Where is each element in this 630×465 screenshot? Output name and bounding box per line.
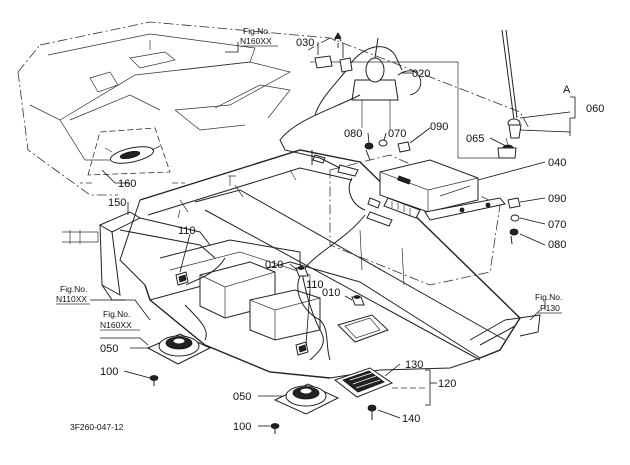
frame-pillar [62, 211, 216, 301]
speaker-left [146, 333, 212, 365]
dome-light [87, 127, 171, 176]
label-080-a: 080 [344, 128, 362, 140]
screw-100-a [149, 375, 159, 386]
label-110-b: 110 [306, 279, 324, 291]
antenna-mast [497, 29, 522, 159]
label-160: 160 [118, 178, 136, 190]
label-150: 150 [108, 197, 126, 209]
speaker-grille [333, 367, 394, 398]
label-010-b: 010 [322, 287, 340, 299]
clip-110-a [175, 271, 189, 286]
leader-lines [80, 42, 576, 427]
speaker-right [273, 383, 340, 415]
figref-n160xx-top: N160XX [240, 36, 272, 46]
label-100-b: 100 [233, 421, 251, 433]
antenna-base [351, 37, 422, 130]
antenna-cable [279, 46, 403, 211]
figno-mid-label: Fig.No. [103, 309, 130, 319]
nut-010-a [295, 266, 309, 277]
label-060: 060 [586, 103, 604, 115]
plug-030 [310, 55, 353, 73]
label-040: 040 [548, 157, 566, 169]
figref-n160xx-mid: N160XX [100, 320, 132, 330]
radio-hardware-right [507, 197, 521, 245]
drawing-code: 3F260-047-12 [70, 422, 124, 432]
label-020: 020 [412, 68, 430, 80]
radio-unit [379, 159, 479, 213]
label-010-a: 010 [265, 259, 283, 271]
figno-right-label: Fig.No. [535, 292, 562, 302]
label-090-b: 090 [548, 193, 566, 205]
label-070-b: 070 [548, 219, 566, 231]
label-090-a: 090 [430, 121, 448, 133]
wiring-connectors [312, 154, 421, 227]
label-080-b: 080 [548, 239, 566, 251]
label-130: 130 [405, 359, 423, 371]
nut-010-b [351, 295, 365, 306]
radio-hardware-left [364, 139, 411, 161]
part-labels: 030 020 080 070 090 060 065 040 090 070 … [100, 37, 604, 433]
figno-left-label: Fig.No. [60, 284, 87, 294]
radio-housing [329, 154, 501, 286]
label-140: 140 [402, 413, 420, 425]
figref-n110xx: N110XX [56, 294, 87, 304]
radio-bracket [424, 197, 506, 221]
marker-a-right: A [563, 84, 571, 96]
clip-110-b [295, 341, 309, 356]
speaker-cable [184, 214, 366, 361]
figno-top-label: Fig.No. [243, 26, 270, 36]
label-065: 065 [466, 133, 484, 145]
mast-cable [330, 61, 500, 159]
speaker-grille-frame [337, 314, 389, 343]
label-050-a: 050 [100, 343, 118, 355]
label-050-b: 050 [233, 391, 251, 403]
screw-140 [367, 404, 377, 420]
label-070-a: 070 [388, 128, 406, 140]
roof-panel [17, 21, 531, 196]
screw-100-b [270, 423, 280, 434]
label-100-a: 100 [100, 366, 118, 378]
figure-references: Fig.No. N160XX Fig.No. N110XX Fig.No. N1… [56, 26, 562, 331]
label-030: 030 [296, 37, 314, 49]
label-110-a: 110 [178, 225, 196, 237]
marker-labels: A A [334, 32, 571, 96]
label-120: 120 [438, 378, 456, 390]
figref-p130: P130 [540, 303, 560, 313]
